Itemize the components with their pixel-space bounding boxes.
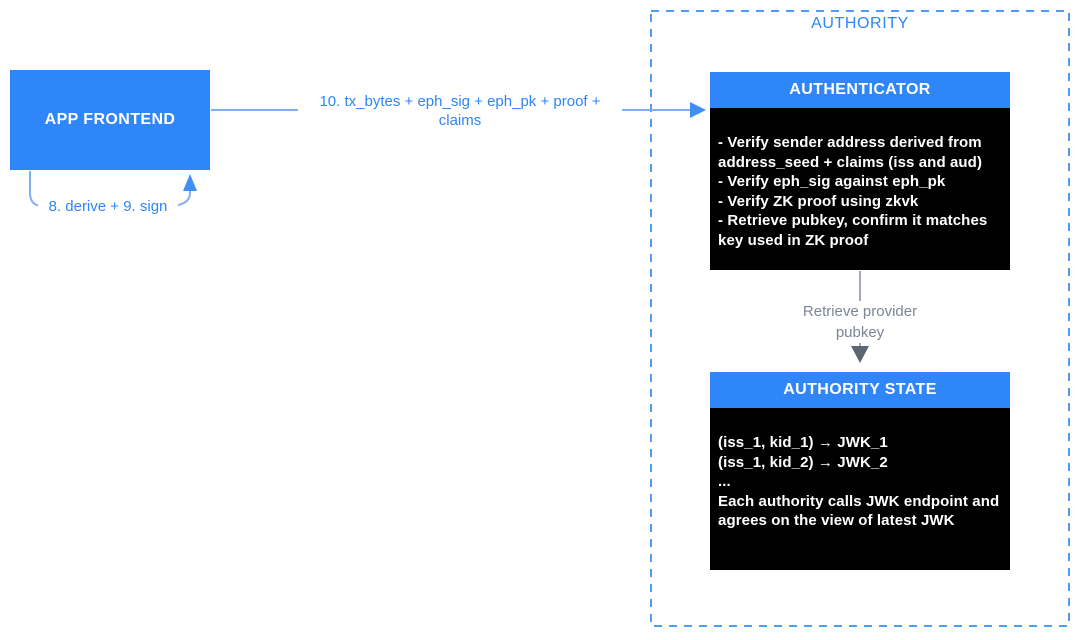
authority-state-body: (iss_1, kid_1) → JWK_1 (iss_1, kid_2) → … <box>710 408 1010 570</box>
authenticator-body: - Verify sender address derived from add… <box>710 108 1010 270</box>
authority-state-line: (iss_1, kid_2) → JWK_2 <box>718 453 888 471</box>
derive-sign-arrow-head-icon <box>183 174 197 191</box>
authority-state-title: AUTHORITY STATE <box>783 381 937 398</box>
authenticator-line: - Verify eph_sig against eph_pk <box>718 173 946 190</box>
authority-group-label: AUTHORITY <box>811 15 909 32</box>
authority-state-line: (iss_1, kid_1) → JWK_1 <box>718 434 888 451</box>
tx-arrow-head-icon <box>690 102 706 118</box>
tx-arrow-label: 10. tx_bytes + eph_sig + eph_pk + proof … <box>298 92 622 130</box>
retrieve-pubkey-arrow-head-icon <box>851 346 869 363</box>
app-frontend-label: APP FRONTEND <box>44 111 176 128</box>
tx-arrow-label-line2: claims <box>438 112 482 129</box>
retrieve-pubkey-label: Retrieve provider pubkey <box>780 301 940 343</box>
app-frontend-node: APP FRONTEND <box>10 70 210 170</box>
authority-state-line: ... <box>718 473 731 490</box>
tx-arrow-label-line1: 10. tx_bytes + eph_sig + eph_pk + proof … <box>319 93 601 110</box>
authenticator-line: - Retrieve pubkey, confirm it matches <box>718 212 988 229</box>
authenticator-line: key used in ZK proof <box>718 231 869 249</box>
authority-state-line: agrees on the view of latest JWK <box>718 512 955 529</box>
authenticator-header: AUTHENTICATOR <box>710 72 1010 108</box>
derive-sign-label: 8. derive + 9. sign <box>38 196 178 218</box>
authenticator-line: - Verify ZK proof using zkvk <box>718 192 919 210</box>
authority-group-border <box>650 10 1070 627</box>
authority-state-line: Each authority calls JWK endpoint and <box>718 492 1000 510</box>
retrieve-pubkey-label-line2: pubkey <box>835 324 885 341</box>
authenticator-title: AUTHENTICATOR <box>789 81 931 98</box>
authenticator-line: - Verify sender address derived from <box>718 134 982 151</box>
retrieve-pubkey-label-line1: Retrieve provider <box>802 303 918 320</box>
authority-state-header: AUTHORITY STATE <box>710 372 1010 408</box>
authenticator-line: address_seed + claims (iss and aud) <box>718 153 983 171</box>
